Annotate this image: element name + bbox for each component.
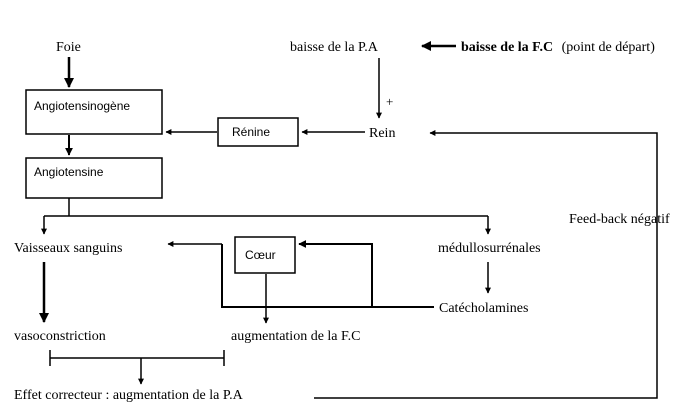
baisse-fc-bold: baisse de la F.C: [461, 40, 553, 55]
plus-sign: +: [386, 94, 393, 109]
rein-label: Rein: [369, 126, 395, 141]
angiotensinogene-label: Angiotensinogène: [34, 99, 130, 113]
vaisseaux-label: Vaisseaux sanguins: [14, 241, 123, 256]
renine-label: Rénine: [232, 125, 270, 139]
foie-label: Foie: [56, 40, 81, 55]
baisse-fc-note: (point de départ): [562, 40, 656, 55]
connector-catecholamines: [221, 244, 434, 308]
feedback-label: Feed-back négatif: [569, 212, 670, 227]
angiotensine-label: Angiotensine: [34, 165, 104, 179]
baisse-fc-label: baisse de la F.C (point de départ): [461, 40, 655, 55]
arrow-catecholamines-to-coeur: [298, 240, 373, 307]
augmentation-fc-label: augmentation de la F.C: [231, 329, 361, 344]
feedback-loop-line: [314, 130, 658, 399]
connector-bracket: [49, 350, 225, 366]
coeur-label: Cœur: [245, 248, 276, 262]
vasoconstriction-label: vasoconstriction: [14, 329, 106, 344]
renine-box: [217, 117, 299, 147]
medullo-label: médullosurrénales: [438, 241, 541, 256]
catecholamines-label: Catécholamines: [439, 301, 528, 316]
coeur-box: [234, 236, 296, 274]
connector-angiotensine-branch: [44, 198, 488, 217]
angiotensine-box: [25, 157, 163, 199]
angiotensinogene-box: [25, 89, 163, 135]
effet-correcteur-label: Effet correcteur : augmentation de la P.…: [14, 388, 244, 403]
baisse-pa-label: baisse de la P.A: [290, 40, 379, 55]
